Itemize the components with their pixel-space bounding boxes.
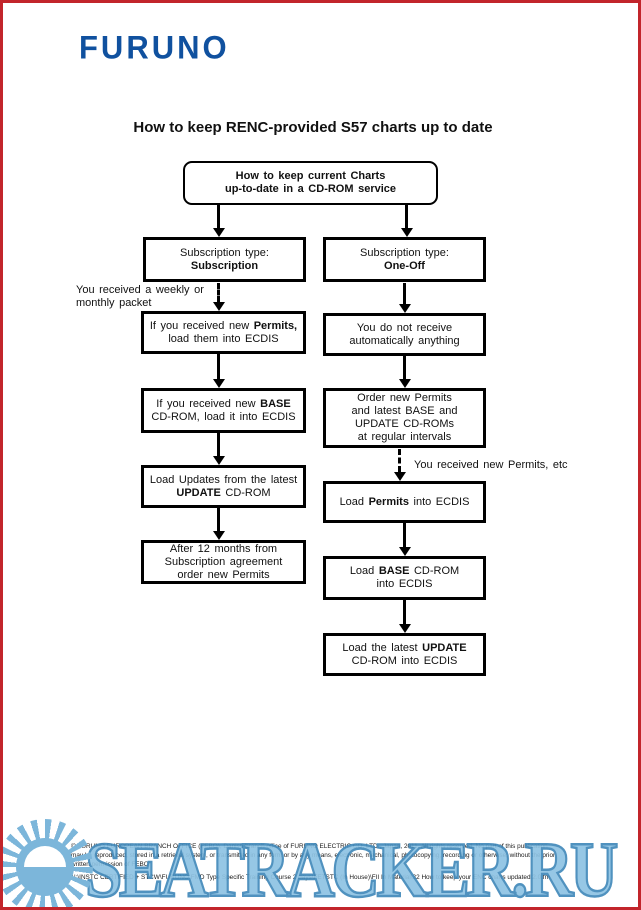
flow-box-after-12-months: After 12 months from Subscription agreem… [141,540,306,584]
flow-box-load-new-permits: If you received new Permits, load them i… [141,311,306,354]
left-update-seg2: CD-ROM [220,486,271,499]
flow-arrow-left-3 [212,508,225,540]
copyright-line3: written permission of FEBO. [71,861,151,869]
subscription-label: Subscription type: [180,246,269,259]
flow-box-order-permits: Order new Permits and latest BASE and UP… [323,388,486,448]
flow-box-load-update: Load the latest UPDATE CD-ROM into ECDIS [323,633,486,676]
subscription-value: Subscription [190,259,259,272]
order-line2: and latest BASE and [351,405,458,417]
flow-arrow-right-1 [398,283,411,313]
flow-arrow-right-2 [398,356,411,388]
load-update-line2: CD-ROM into ECDIS [351,654,458,667]
flow-box-root-line1: How to keep current Charts [235,170,386,182]
order-line3: UPDATE CD-ROMs [354,418,455,430]
page-title: How to keep RENC-provided S57 charts up … [133,119,493,136]
one-off-label: Subscription type: [360,246,449,259]
flow-box-load-base: Load BASE CD-ROM into ECDIS [323,556,486,600]
load-base-seg2: BASE [378,565,410,577]
seatracker-watermark: SEATRACKER.RU [84,825,619,910]
order-line4: at regular intervals [357,431,452,443]
left-base-seg1: If you received new [156,397,261,410]
seatracker-sun-logo [3,819,93,907]
load-permits-seg3: into ECDIS [408,495,470,508]
file-path: N:\INSTC CERTIFIED + STCW\FURUNO FMD Typ… [71,873,551,881]
flow-arrow-root-left [212,205,225,237]
flow-box-subscription: Subscription type: Subscription [143,237,306,282]
flow-arrow-left-2 [212,433,225,465]
flow-arrow-dashed-left [212,283,225,311]
page-footer: © FURUNO EUROPEAN BRANCH OFFICE (FEBO), … [71,842,583,882]
note-weekly-line2: monthly packet [76,297,152,309]
left-permits-seg2: Permits, [253,319,298,332]
left-permits-line2: load them into ECDIS [168,332,279,345]
after12-line2: Subscription agreement [164,555,283,568]
note-received-permits: You received new Permits, etc [414,459,584,472]
flow-box-one-off: Subscription type: One-Off [323,237,486,282]
note-received-text: You received new Permits, etc [414,459,568,471]
copyright-line1: © FURUNO EUROPEAN BRANCH OFFICE (FEBO), … [71,843,548,850]
copyright-line2: may be reproduced, stored in a retrieval… [71,852,556,860]
flow-box-root-line2: up-to-date in a CD-ROM service [224,183,397,195]
one-off-value: One-Off [384,259,425,272]
flow-box-load-permits: Load Permits into ECDIS [323,481,486,523]
flow-arrow-right-4 [398,600,411,633]
load-permits-seg2: Permits [368,495,409,508]
load-base-seg1: Load [349,565,379,577]
flow-arrow-dashed-right [393,449,406,481]
load-permits-seg1: Load [339,495,369,508]
flow-box-not-receive: You do not receive automatically anythin… [323,313,486,356]
after12-line3: order new Permits [177,568,270,581]
not-receive-line1: You do not receive [356,321,453,334]
flow-box-load-updates: Load Updates from the latest UPDATE CD-R… [141,465,306,508]
load-update-seg2: UPDATE [422,641,467,654]
left-update-line1: Load Updates from the latest [149,473,298,486]
sun-dome-icon [24,846,66,867]
load-base-line2: into ECDIS [376,578,433,590]
flow-arrow-right-3 [398,523,411,556]
flow-box-load-new-base: If you received new BASE CD-ROM, load it… [141,388,306,433]
note-weekly-line1: You received a weekly or [76,284,204,296]
flow-arrow-root-right [400,205,413,237]
left-update-seg1: UPDATE [176,486,221,499]
left-permits-seg1: If you received new [149,319,254,332]
note-weekly-packet: You received a weekly or monthly packet [76,284,226,310]
order-line1: Order new Permits [357,392,452,404]
after12-line1: After 12 months from [169,542,278,555]
furuno-logo: FURUNO [79,29,230,66]
flow-arrow-left-1 [212,354,225,388]
left-base-seg2: BASE [260,397,291,410]
not-receive-line2: automatically anything [349,334,460,347]
load-update-seg1: Load the latest [342,641,423,654]
left-base-line2: CD-ROM, load it into ECDIS [151,410,296,423]
load-base-seg3: CD-ROM [409,565,460,577]
flow-box-root: How to keep current Charts up-to-date in… [183,161,438,205]
